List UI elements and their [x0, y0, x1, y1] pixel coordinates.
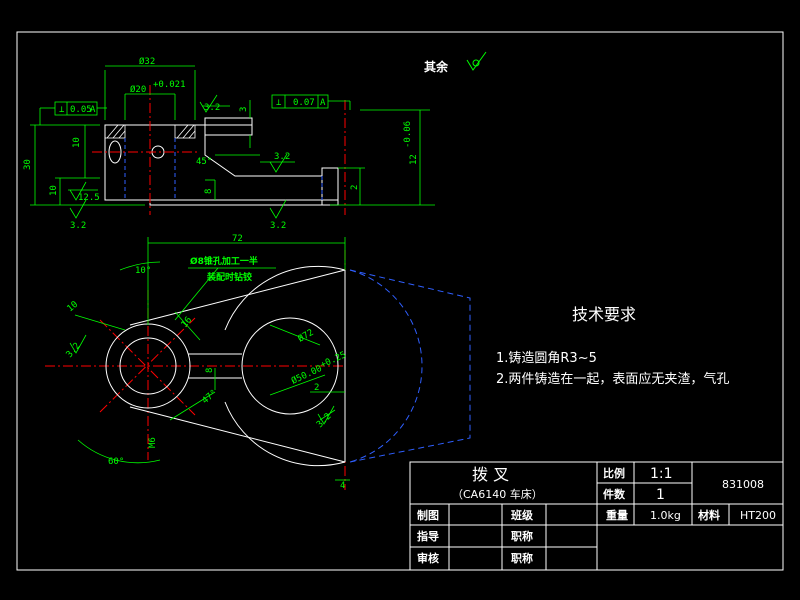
scale-label: 比例: [603, 466, 625, 480]
review-label: 审核: [417, 551, 439, 565]
title2-label: 职称: [511, 551, 533, 565]
top-view: 72 Ø8锥孔加工一半 装配时钻铰 10° 10 16 3.2 Ø72 Ø50.…: [45, 234, 471, 491]
dim-3: 3: [239, 107, 249, 112]
dim-4: 4: [340, 481, 345, 491]
note-drill: 装配时钻铰: [206, 271, 252, 283]
dim-d20-tol: +0.021: [153, 80, 186, 90]
dim-phi50-tol: +0.25: [319, 350, 348, 371]
note-hole: Ø8锥孔加工一半: [190, 255, 258, 267]
dim-10a: 10: [72, 137, 82, 148]
drawing-border: [16, 31, 784, 571]
dim-ra32-c: 3.2: [70, 221, 86, 231]
tol-perp-top-symbol: ⊥: [59, 105, 65, 115]
dim-47: 47°: [201, 388, 220, 406]
dim-d20: Ø20: [130, 84, 146, 95]
dim-m6: M6: [148, 437, 158, 448]
material-value: HT200: [740, 509, 776, 522]
dim-d32: Ø32: [139, 56, 155, 67]
dim-ra32-a: 3.2: [204, 103, 220, 113]
drawing-number: 831008: [722, 478, 764, 491]
dim-8a: 8: [204, 189, 214, 194]
datum-a-right: A: [320, 98, 326, 108]
dim-16: 16: [180, 315, 195, 330]
title-block: [409, 461, 784, 571]
dim-ra32-b: 3.2: [274, 152, 290, 162]
dim-12: 12: [409, 154, 419, 165]
machine-name: （CA6140 车床）: [452, 487, 543, 501]
dim-ra125: 12.5: [78, 193, 100, 203]
dim-12-tol: -0.06: [403, 121, 413, 148]
tech-requirement-2: 2.两件铸造在一起，表面应无夹渣，气孔: [496, 371, 729, 387]
class-label: 班级: [511, 508, 534, 522]
drawn-label: 制图: [417, 508, 439, 522]
material-label: 材料: [698, 508, 720, 522]
dim-10deg: 10°: [135, 266, 151, 276]
dim-72: 72: [232, 234, 243, 244]
dim-60: 60°: [108, 457, 124, 467]
tol-perp-top: 0.05: [70, 105, 92, 115]
dim-2b: 2: [314, 383, 319, 393]
front-view: Ø32 Ø20 +0.021 3.2 3 ⊥ 0.05 A ⊥ 0.07 A 4…: [23, 56, 435, 231]
scale-value: 1:1: [650, 466, 673, 482]
surface-note-label: 其余: [424, 59, 449, 74]
weight-label: 重量: [606, 508, 628, 522]
qty-label: 件数: [603, 487, 626, 501]
dim-45: 45°: [196, 157, 212, 167]
dim-ra32-d: 3.2: [270, 221, 286, 231]
dim-ra32-e: 3.2: [65, 341, 83, 360]
tech-requirement-1: 1.铸造圆角R3~5: [496, 350, 597, 366]
part-name: 拨 叉: [472, 465, 509, 484]
weight-value: 1.0kg: [650, 509, 681, 522]
tech-requirements-title: 技术要求: [572, 305, 636, 324]
dim-30: 30: [23, 159, 33, 170]
qty-value: 1: [656, 487, 665, 503]
tol-perp-right-symbol: ⊥: [276, 98, 282, 108]
guide-label: 指导: [417, 529, 439, 543]
tol-perp-right: 0.07: [293, 98, 315, 108]
datum-a-top: A: [90, 105, 96, 115]
title1-label: 职称: [511, 529, 533, 543]
dim-10c: 10: [66, 300, 81, 315]
dim-8b: 8: [205, 368, 215, 373]
dim-2: 2: [350, 185, 360, 190]
roughness-check-icon: [466, 51, 487, 71]
dim-10b: 10: [49, 185, 59, 196]
